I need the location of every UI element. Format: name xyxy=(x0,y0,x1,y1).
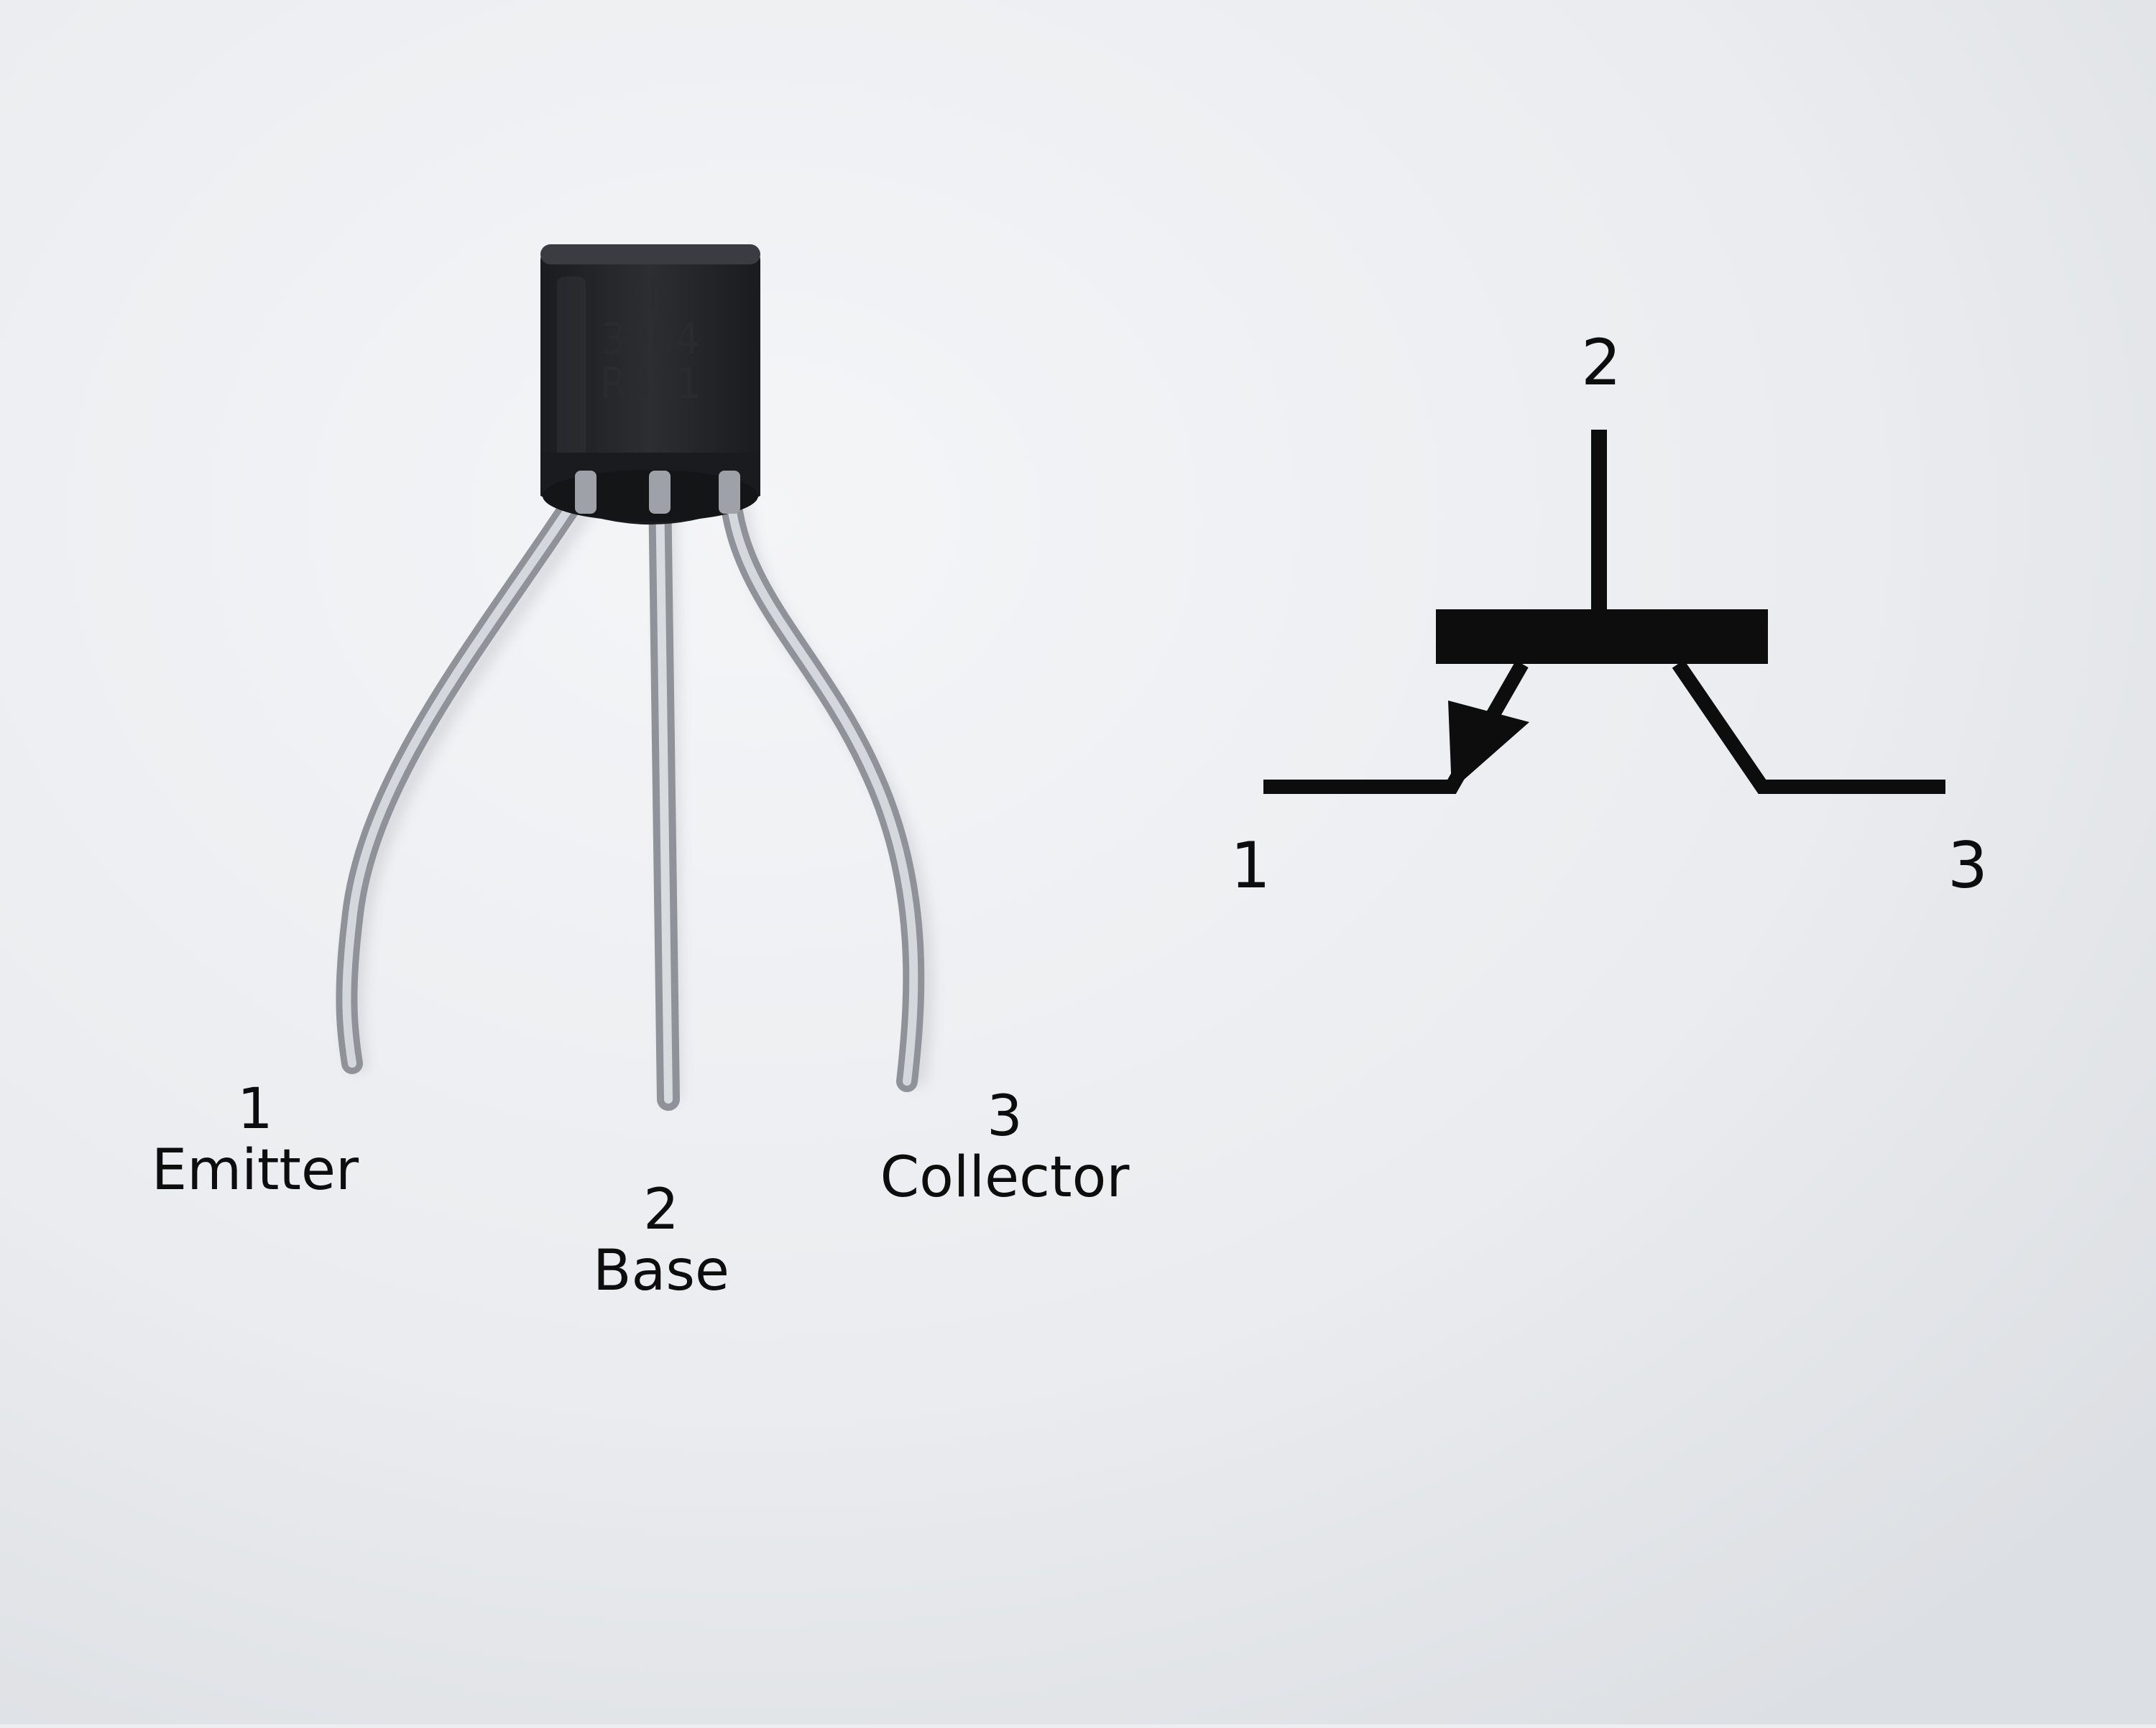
pin-2-name: Base xyxy=(593,1239,729,1303)
pin-2-number: 2 xyxy=(643,1178,679,1242)
symbol-pin-3: 3 xyxy=(1948,828,1988,902)
symbol-base-bar xyxy=(1436,609,1768,664)
lead-emitter xyxy=(336,478,593,1074)
lead-base xyxy=(648,477,680,1111)
part-marking-line-3: R331 xyxy=(600,359,701,409)
photo-pin-labels: 1 Emitter 2 Base 3 Collector xyxy=(152,1077,1130,1303)
transistor-photo-icon: 2N 3904 R331 xyxy=(336,244,932,1111)
symbol-collector-lead xyxy=(1672,660,1945,794)
pin-3-number: 3 xyxy=(987,1084,1023,1149)
symbol-pin-1: 1 xyxy=(1230,828,1271,902)
symbol-emitter-arrow xyxy=(1448,701,1529,790)
part-marking-line-1: 2N xyxy=(624,269,678,320)
npn-transistor-symbol-icon xyxy=(1263,430,1945,794)
symbol-pin-2: 2 xyxy=(1581,325,1621,399)
pin-1-number: 1 xyxy=(237,1077,273,1142)
pin-3-name: Collector xyxy=(880,1145,1130,1210)
lead-collector xyxy=(719,478,925,1092)
pin-1-name: Emitter xyxy=(152,1138,359,1203)
part-marking-line-2: 3904 xyxy=(601,314,699,364)
to92-package xyxy=(540,244,760,525)
